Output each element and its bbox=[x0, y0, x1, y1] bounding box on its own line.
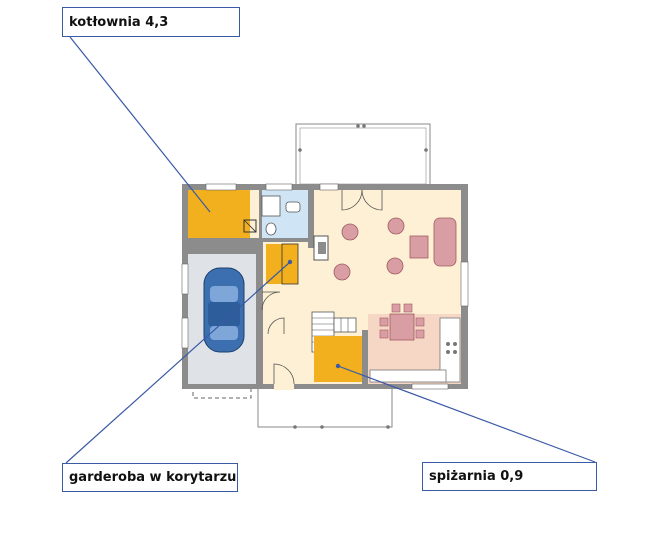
terrace-door bbox=[341, 189, 383, 211]
car-icon bbox=[203, 267, 245, 353]
kitchen-counter bbox=[439, 317, 461, 383]
terrace-top bbox=[295, 123, 431, 189]
callout-pantry: spiżarnia 0,9 bbox=[422, 462, 597, 491]
leader-lines bbox=[65, 36, 596, 464]
dining-table bbox=[379, 303, 425, 341]
windows bbox=[181, 183, 469, 390]
callout-hall-wardrobe-label: garderoba w korytarzu bbox=[69, 470, 237, 485]
callout-boiler-room: kotłownia 4,3 bbox=[62, 7, 240, 37]
boiler-room bbox=[188, 190, 250, 238]
callout-boiler-room-label: kotłownia 4,3 bbox=[69, 14, 169, 30]
callout-hall-wardrobe: garderoba w korytarzu bbox=[62, 463, 238, 492]
sink bbox=[285, 201, 301, 213]
shower bbox=[261, 195, 281, 217]
toilet bbox=[265, 222, 277, 236]
entrance-door bbox=[273, 363, 295, 385]
pantry bbox=[314, 336, 362, 382]
living-room-furniture bbox=[333, 217, 457, 281]
callout-pantry-label: spiżarnia 0,9 bbox=[429, 469, 524, 484]
boiler-unit bbox=[243, 219, 257, 233]
entrance-porch bbox=[257, 384, 393, 429]
